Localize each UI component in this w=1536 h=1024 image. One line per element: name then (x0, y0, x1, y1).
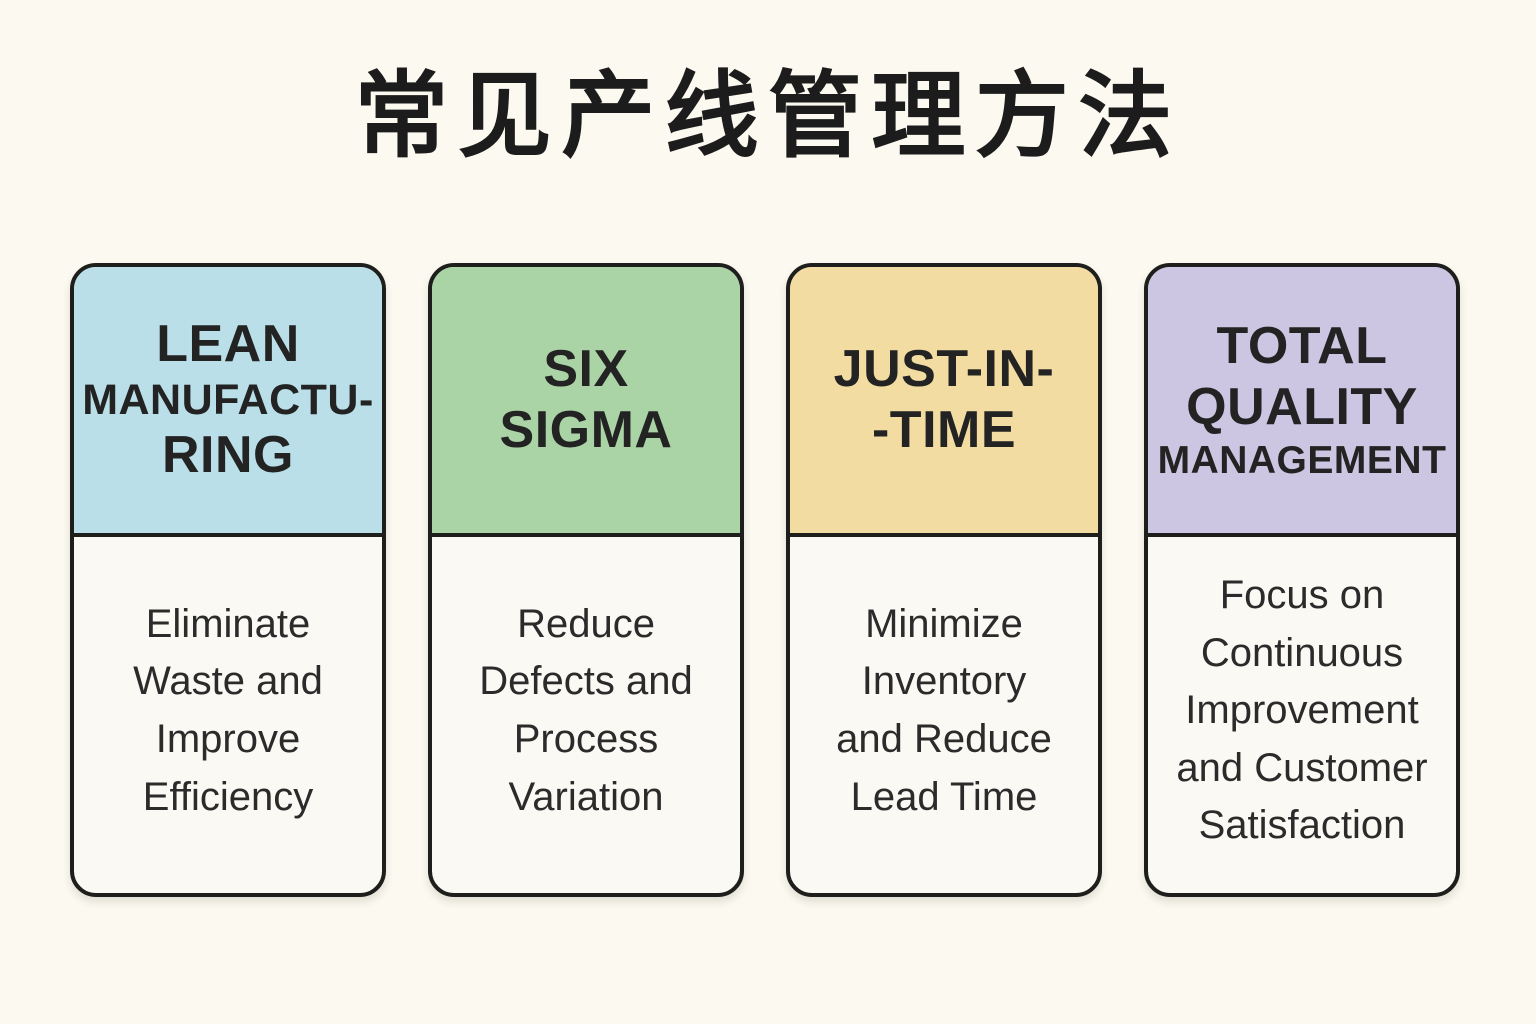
cards-row: LEAN MANUFACTU- RING Eliminate Waste and… (70, 263, 1460, 897)
card-description-just-in-time: Minimize Inventory and Reduce Lead Time (790, 537, 1098, 893)
card-title-line: MANUFACTU- (82, 375, 374, 424)
description-line: Improvement (1185, 688, 1419, 733)
card-title-line: SIGMA (499, 401, 673, 459)
description-line: Inventory (861, 659, 1027, 704)
description-line: and Customer (1176, 745, 1428, 790)
card-six-sigma: SIX SIGMA Reduce Defects and Process Var… (428, 263, 744, 897)
card-header-six-sigma: SIX SIGMA (432, 267, 740, 537)
card-lean-manufacturing: LEAN MANUFACTU- RING Eliminate Waste and… (70, 263, 386, 897)
card-total-quality-management: TOTAL QUALITY MANAGEMENT Focus on Contin… (1144, 263, 1460, 897)
card-title-line: QUALITY (1186, 378, 1418, 437)
card-title-line: RING (162, 426, 294, 485)
description-line: Lead Time (850, 774, 1038, 819)
description-line: Eliminate (145, 601, 311, 646)
description-line: Focus on (1219, 573, 1385, 618)
description-line: Satisfaction (1198, 803, 1406, 848)
card-description-six-sigma: Reduce Defects and Process Variation (432, 537, 740, 893)
card-title-line: SIX (543, 340, 629, 399)
description-line: Minimize (865, 601, 1023, 646)
card-title-line: MANAGEMENT (1157, 439, 1447, 483)
card-title-line: TOTAL (1216, 317, 1388, 376)
description-line: Process (513, 717, 659, 761)
card-title-line: JUST-IN- (833, 340, 1055, 399)
description-line: Efficiency (142, 774, 314, 819)
card-header-lean-manufacturing: LEAN MANUFACTU- RING (74, 267, 382, 537)
card-title-line: -TIME (871, 401, 1017, 459)
description-line: Continuous (1200, 630, 1404, 675)
description-line: Reduce (517, 601, 655, 646)
description-line: Waste and (133, 659, 323, 704)
page-title: 常见产线管理方法 (354, 63, 1182, 168)
card-title-line: LEAN (156, 315, 300, 374)
card-header-just-in-time: JUST-IN- -TIME (790, 267, 1098, 537)
card-just-in-time: JUST-IN- -TIME Minimize Inventory and Re… (786, 263, 1102, 897)
card-header-total-quality-management: TOTAL QUALITY MANAGEMENT (1148, 267, 1456, 537)
description-line: and Reduce (836, 717, 1052, 761)
description-line: Variation (508, 774, 664, 819)
description-line: Improve (155, 717, 301, 761)
description-line: Defects and (479, 659, 693, 704)
card-description-total-quality-management: Focus on Continuous Improvement and Cust… (1148, 537, 1456, 893)
card-description-lean-manufacturing: Eliminate Waste and Improve Efficiency (74, 537, 382, 893)
